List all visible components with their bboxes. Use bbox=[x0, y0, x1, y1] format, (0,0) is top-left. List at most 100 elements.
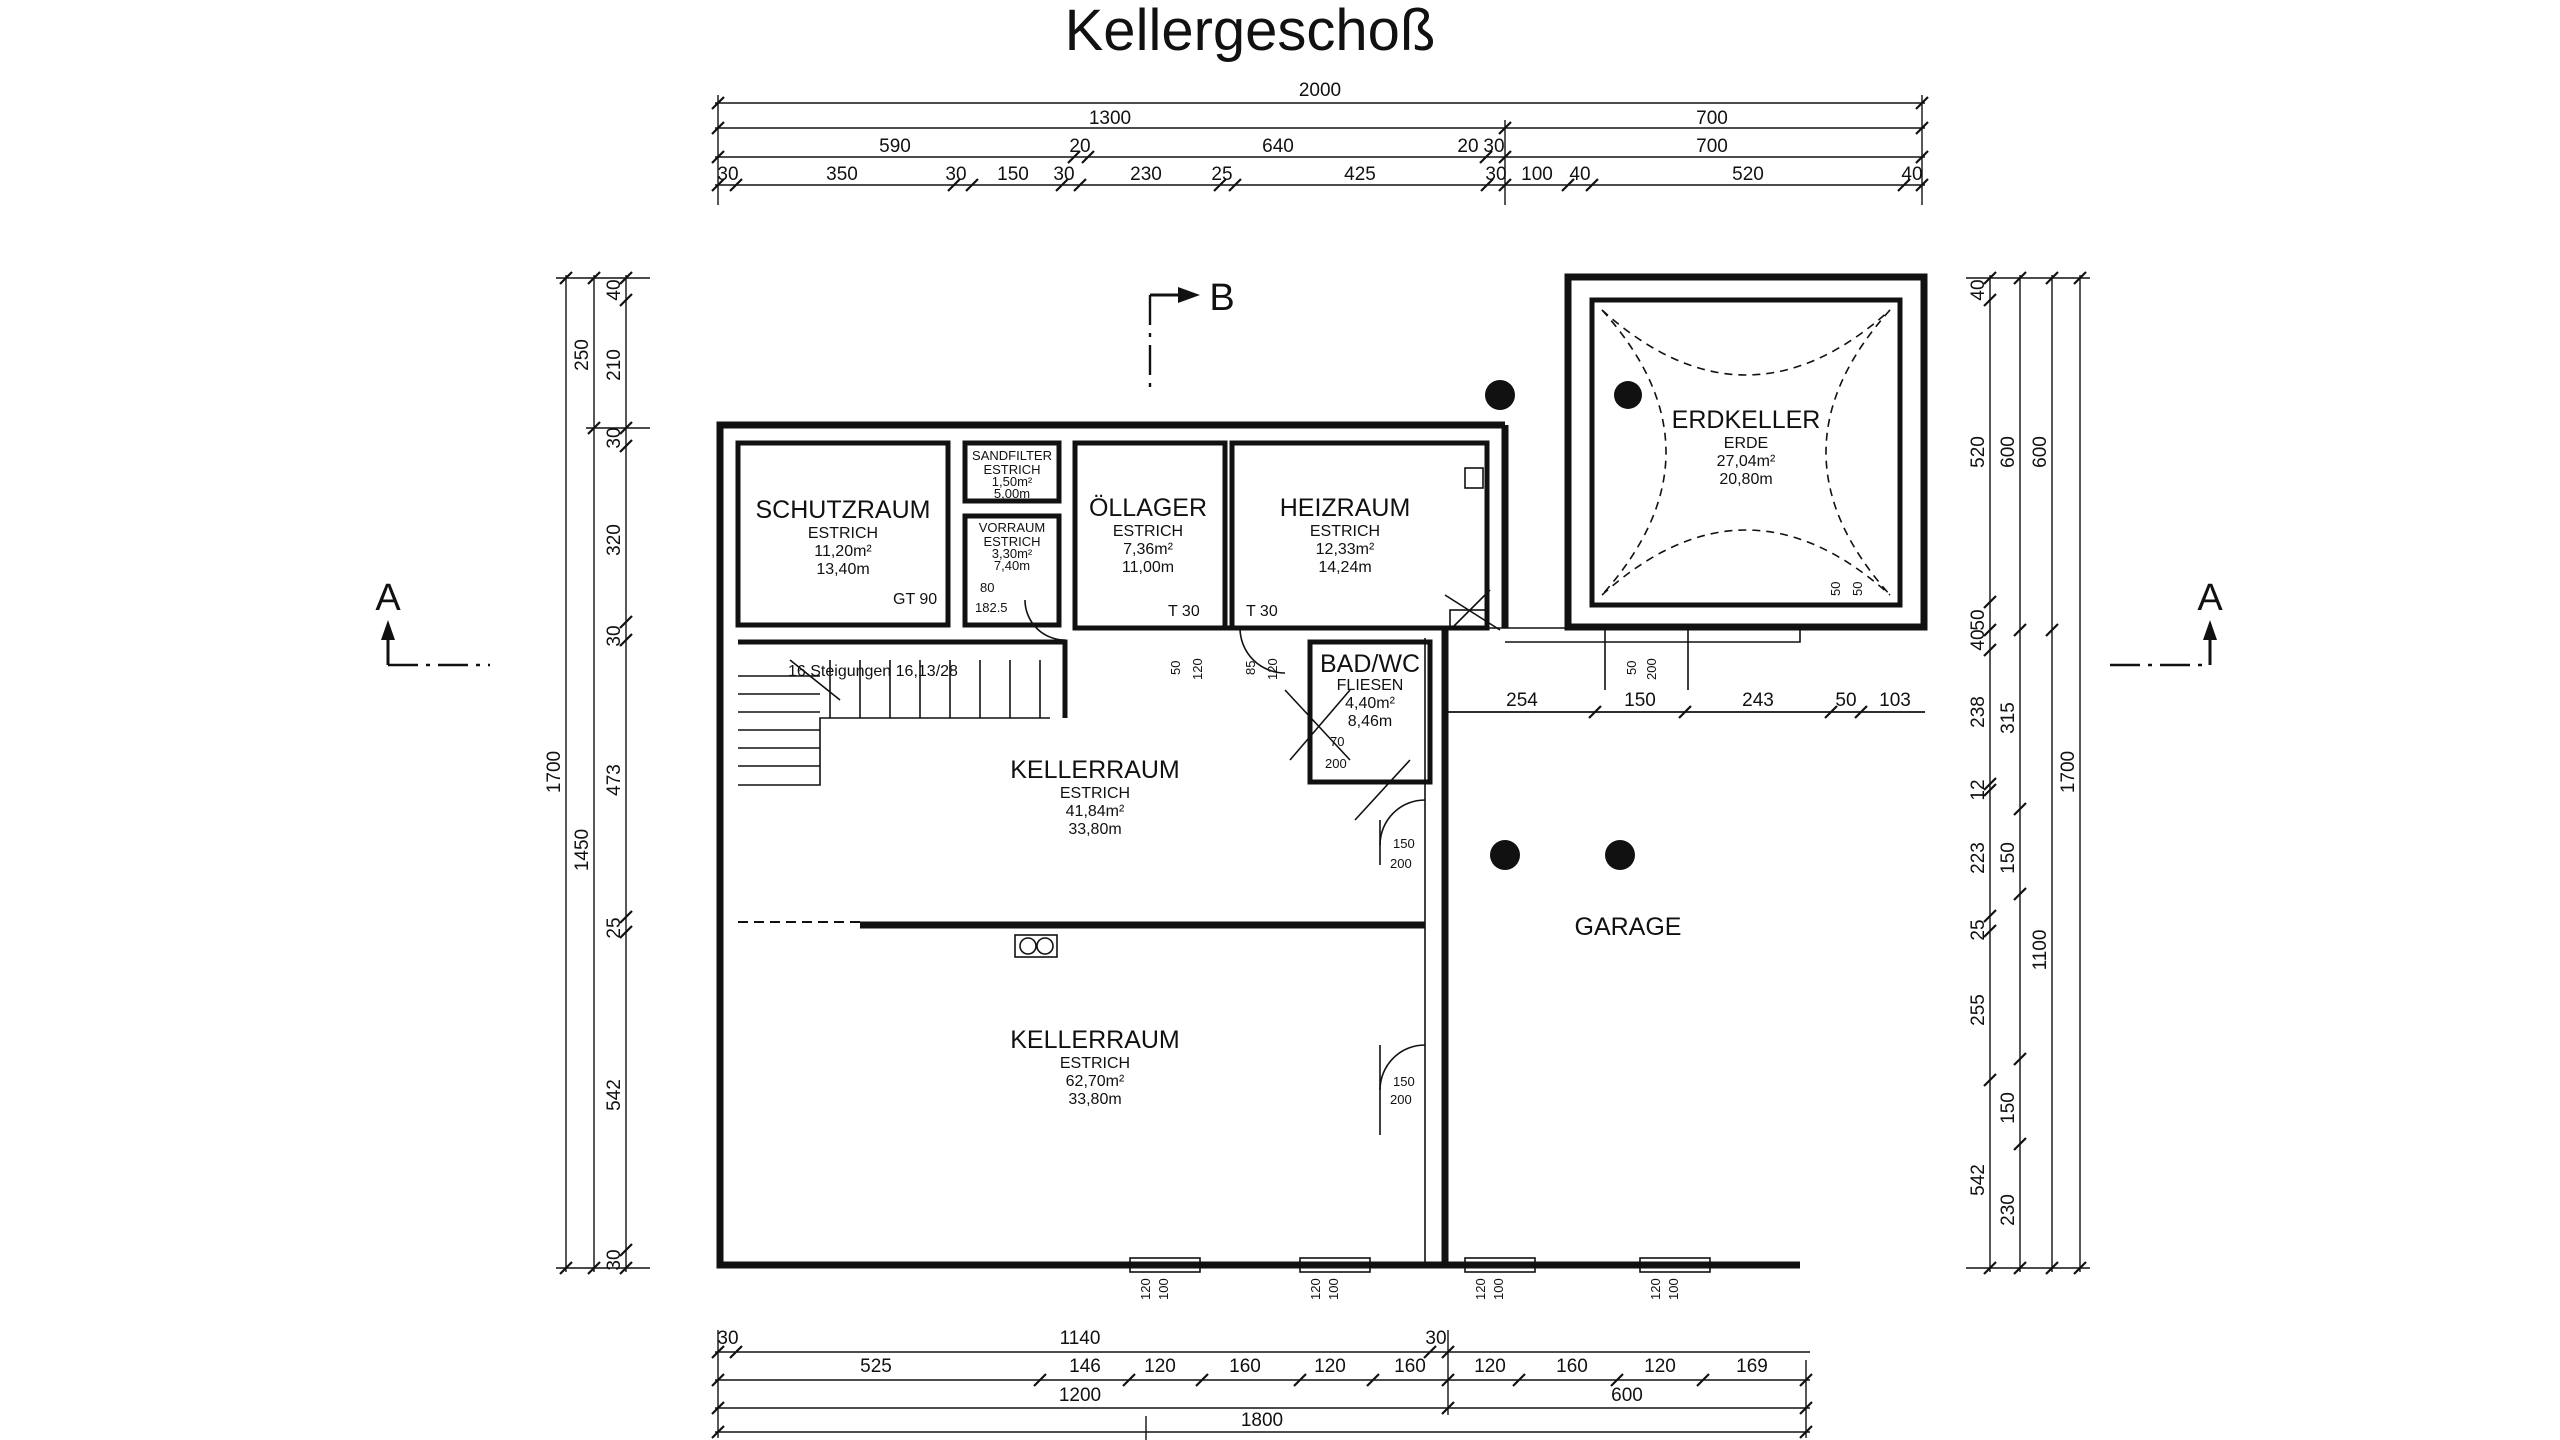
room-floor: ESTRICH bbox=[983, 462, 1040, 477]
room-name: ERDKELLER bbox=[1672, 406, 1821, 434]
dim-right-m1: 315 bbox=[1998, 702, 2019, 734]
label-ekd-a: 50 bbox=[1624, 661, 1639, 675]
dim-left-i8: 30 bbox=[604, 1249, 625, 1270]
room-area: 1,50m² bbox=[992, 474, 1033, 489]
section-mark-a-left: A bbox=[375, 577, 401, 619]
dim-top-r4-6: 25 bbox=[1211, 164, 1232, 185]
dim-top-r4-11: 520 bbox=[1732, 164, 1764, 185]
dim-bot-r1-1: 1140 bbox=[1060, 1328, 1101, 1349]
dim-left-1700: 1700 bbox=[544, 751, 565, 793]
dim-right-i4: 238 bbox=[1968, 696, 1989, 728]
label-t30-a: T 30 bbox=[1168, 603, 1200, 620]
room-floor: ERDE bbox=[1724, 435, 1768, 452]
dim-right-m2: 150 bbox=[1998, 842, 2019, 874]
room-floor: ESTRICH bbox=[1060, 1055, 1130, 1072]
right-dimensions: 40 520 50 40 238 12 223 25 255 542 600 3… bbox=[1966, 271, 2090, 1275]
dim-top-total: 2000 bbox=[1299, 80, 1341, 101]
room-perimeter: 14,24m bbox=[1318, 559, 1371, 576]
windows: 120 100 120 100 120 100 120 100 bbox=[1129, 1257, 1711, 1300]
erdkeller-vault bbox=[1601, 309, 1891, 596]
dim-right-i3: 40 bbox=[1968, 629, 1989, 650]
staircase: 16 Steigungen 16,13/28 bbox=[738, 659, 1050, 786]
dim-right-1700: 1700 bbox=[2058, 751, 2079, 793]
dim-top-r4-8: 30 bbox=[1485, 164, 1506, 185]
room-perimeter: 33,80m bbox=[1068, 1091, 1121, 1108]
room-name: KELLERRAUM bbox=[1010, 756, 1180, 784]
room-perimeter: 11,00m bbox=[1122, 559, 1174, 576]
label-ek-a: 50 bbox=[1828, 582, 1843, 596]
win-3a: 120 bbox=[1473, 1278, 1488, 1300]
room-name: SANDFILTER bbox=[972, 448, 1052, 463]
dim-left-i4: 30 bbox=[604, 625, 625, 646]
dim-top-640: 640 bbox=[1262, 136, 1294, 157]
dim-left-250: 250 bbox=[572, 339, 593, 371]
win-2b: 100 bbox=[1326, 1278, 1341, 1300]
room-name: SCHUTZRAUM bbox=[756, 496, 931, 524]
room-floor: ESTRICH bbox=[808, 525, 878, 542]
annotations: GT 90 T 30 T 30 80 182.5 50 120 85 120 7… bbox=[893, 580, 1865, 1107]
dim-top-r4-5: 230 bbox=[1130, 164, 1162, 185]
room-erdkeller: ERDKELLER ERDE 27,04m² 20,80m bbox=[1672, 406, 1821, 488]
room-name: BAD/WC bbox=[1320, 650, 1420, 678]
label-door-80: 80 bbox=[980, 580, 994, 595]
dim-top-590: 590 bbox=[879, 136, 911, 157]
room-heizraum: HEIZRAUM ESTRICH 12,33m² 14,24m bbox=[1280, 494, 1411, 576]
room-schutzraum: SCHUTZRAUM ESTRICH 11,20m² 13,40m bbox=[756, 496, 931, 578]
room-kellerraum-1: KELLERRAUM ESTRICH 41,84m² 33,80m bbox=[1010, 756, 1180, 838]
dim-top-1300: 1300 bbox=[1089, 108, 1131, 129]
dim-garage-1: 150 bbox=[1624, 690, 1656, 711]
top-dimensions: 2000 1300 700 590 20 640 20 30 700 30 35… bbox=[711, 80, 1929, 205]
dim-left-i2: 30 bbox=[604, 427, 625, 448]
room-area: 4,40m² bbox=[1345, 695, 1395, 712]
dim-left-i1: 210 bbox=[604, 349, 625, 381]
label-door-50: 50 bbox=[1168, 661, 1183, 675]
room-area: 12,33m² bbox=[1316, 541, 1375, 558]
room-bad: BAD/WC FLIESEN 4,40m² 8,46m bbox=[1320, 650, 1420, 730]
dim-right-i6: 223 bbox=[1968, 842, 1989, 874]
label-door-182: 182.5 bbox=[975, 600, 1008, 615]
dim-left-1450: 1450 bbox=[572, 829, 593, 871]
section-mark-b: B bbox=[1209, 277, 1234, 319]
label-gd1-b: 200 bbox=[1390, 856, 1412, 871]
room-perimeter: 7,40m bbox=[994, 558, 1030, 573]
dim-top-700: 700 bbox=[1696, 108, 1728, 129]
room-area: 3,30m² bbox=[992, 546, 1033, 561]
room-perimeter: 8,46m bbox=[1348, 713, 1392, 730]
dim-bot-r2-3: 160 bbox=[1229, 1356, 1261, 1377]
label-door-120a: 120 bbox=[1190, 658, 1205, 680]
dim-right-600: 600 bbox=[2030, 436, 2051, 468]
room-name: KELLERRAUM bbox=[1010, 1026, 1180, 1054]
win-1b: 100 bbox=[1156, 1278, 1171, 1300]
dim-top-r4-0: 30 bbox=[717, 164, 738, 185]
room-floor: ESTRICH bbox=[983, 534, 1040, 549]
room-sandfilter: SANDFILTER ESTRICH 1,50m² 5,00m bbox=[972, 448, 1052, 501]
bottom-dimensions: 30 1140 30 525 146 120 160 120 160 120 1… bbox=[711, 1328, 1813, 1440]
dim-left-i0: 40 bbox=[604, 279, 625, 300]
dim-bot-r2-7: 160 bbox=[1556, 1356, 1588, 1377]
room-name: HEIZRAUM bbox=[1280, 494, 1411, 522]
dim-top-r4-9: 100 bbox=[1521, 164, 1553, 185]
dim-left-i6: 25 bbox=[604, 917, 625, 938]
label-ekd-b: 200 bbox=[1644, 658, 1659, 680]
dim-right-i1: 520 bbox=[1968, 436, 1989, 468]
dim-garage-4: 103 bbox=[1879, 690, 1911, 711]
dim-top-r4-1: 350 bbox=[826, 164, 858, 185]
room-vorraum: VORRAUM ESTRICH 3,30m² 7,40m bbox=[979, 520, 1045, 573]
room-garage: GARAGE bbox=[1575, 913, 1682, 941]
garage-dimensions: 254 150 243 50 103 bbox=[1445, 690, 1925, 719]
dim-bot-r2-9: 169 bbox=[1736, 1356, 1768, 1377]
dim-bot-r2-1: 146 bbox=[1069, 1356, 1101, 1377]
dim-left-i5: 473 bbox=[604, 764, 625, 796]
label-t30-b: T 30 bbox=[1246, 603, 1278, 620]
dim-right-m0: 600 bbox=[1998, 436, 2019, 468]
win-4b: 100 bbox=[1666, 1278, 1681, 1300]
label-ek-b: 50 bbox=[1850, 582, 1865, 596]
win-4a: 120 bbox=[1648, 1278, 1663, 1300]
room-name: ÖLLAGER bbox=[1089, 494, 1207, 522]
stairs-label: 16 Steigungen 16,13/28 bbox=[788, 663, 958, 680]
label-door-200: 200 bbox=[1325, 756, 1347, 771]
room-name: GARAGE bbox=[1575, 913, 1682, 941]
dim-right-i8: 255 bbox=[1968, 994, 1989, 1026]
win-3b: 100 bbox=[1491, 1278, 1506, 1300]
label-gd1-a: 150 bbox=[1393, 836, 1415, 851]
